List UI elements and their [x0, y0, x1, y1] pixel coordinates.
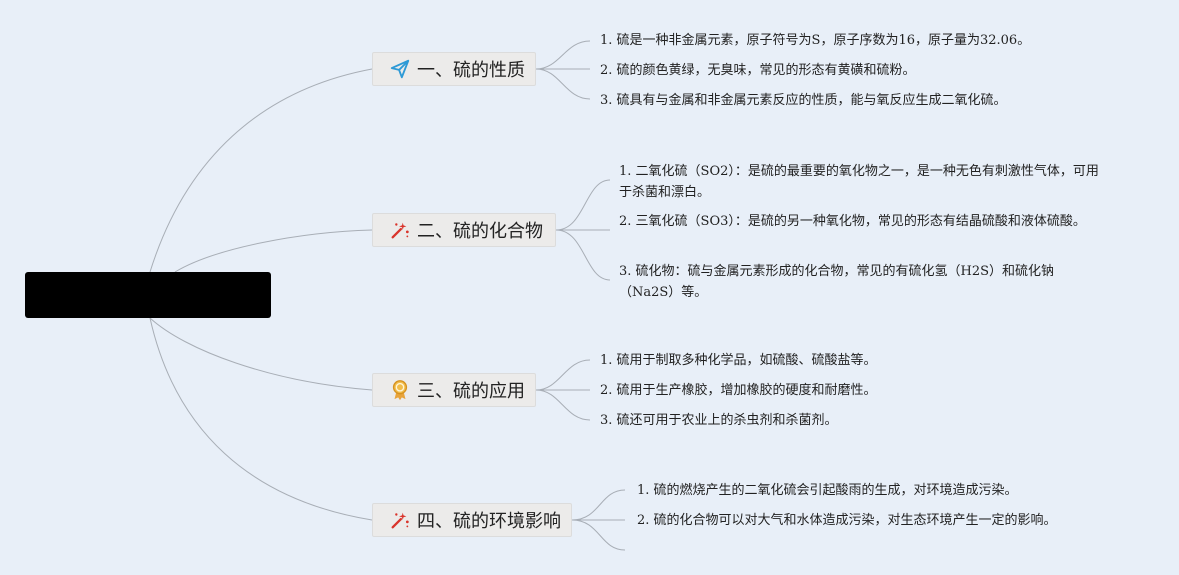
award-medal-icon — [392, 380, 408, 401]
branch-node-environmental-impact[interactable]: 四、硫的环境影响 — [372, 503, 572, 537]
connector-root-branch-1 — [149, 68, 373, 273]
leaf-item: 1. 硫的燃烧产生的二氧化硫会引起酸雨的生成，对环境造成污染。 — [637, 483, 1018, 498]
connector-b2-l1 — [555, 179, 611, 231]
connector-b3-l3 — [535, 389, 591, 421]
branch-node-applications[interactable]: 三、硫的应用 — [372, 373, 536, 407]
branch-label: 三、硫的应用 — [417, 381, 525, 402]
leaf-item: 2. 硫的颜色黄绿，无臭味，常见的形态有黄磺和硫粉。 — [600, 63, 916, 78]
leaf-item: 3. 硫具有与金属和非金属元素反应的性质，能与氧反应生成二氧化硫。 — [600, 93, 1007, 108]
connector-b4-l1 — [571, 489, 626, 521]
branch-label: 二、硫的化合物 — [417, 221, 543, 242]
connector-b2-l3 — [555, 229, 611, 281]
leaf-item: 1. 二氧化硫（SO2）：是硫的最重要的氧化物之一，是一种无色有刺激性气体，可用… — [619, 164, 1099, 200]
paper-plane-icon — [390, 59, 410, 79]
connector-b3-l1 — [535, 359, 591, 391]
leaf-item: 3. 硫还可用于农业上的杀虫剂和杀菌剂。 — [600, 413, 838, 428]
connector-b1-l3 — [535, 68, 591, 100]
root-node[interactable] — [25, 272, 271, 318]
branch-label: 一、硫的性质 — [417, 60, 525, 81]
branch-node-properties[interactable]: 一、硫的性质 — [372, 52, 536, 86]
branch-node-compounds[interactable]: 二、硫的化合物 — [372, 213, 556, 247]
leaf-item: 1. 硫是一种非金属元素，原子符号为S，原子序数为16，原子量为32.06。 — [600, 33, 1031, 48]
branch-label: 四、硫的环境影响 — [417, 511, 561, 532]
leaf-item: 3. 硫化物：硫与金属元素形成的化合物，常见的有硫化氢（H2S）和硫化钠（Na2… — [619, 264, 1055, 300]
leaf-item: 2. 硫用于生产橡胶，增加橡胶的硬度和耐磨性。 — [600, 383, 877, 398]
sparkle-wand-icon — [391, 222, 409, 239]
leaf-item: 2. 三氧化硫（SO3）：是硫的另一种氧化物，常见的形态有结晶硫酸和液体硫酸。 — [619, 214, 1086, 229]
connector-b4-l3 — [571, 519, 626, 551]
leaf-item: 2. 硫的化合物可以对大气和水体造成污染，对生态环境产生一定的影响。 — [637, 513, 1057, 528]
connector-root-branch-3 — [149, 317, 373, 391]
sparkle-wand-icon — [391, 512, 409, 529]
connector-root-branch-4 — [149, 317, 373, 521]
leaf-item: 1. 硫用于制取多种化学品，如硫酸、硫酸盐等。 — [600, 353, 877, 368]
connector-b1-l1 — [535, 40, 591, 70]
connector-root-branch-2 — [174, 229, 373, 273]
